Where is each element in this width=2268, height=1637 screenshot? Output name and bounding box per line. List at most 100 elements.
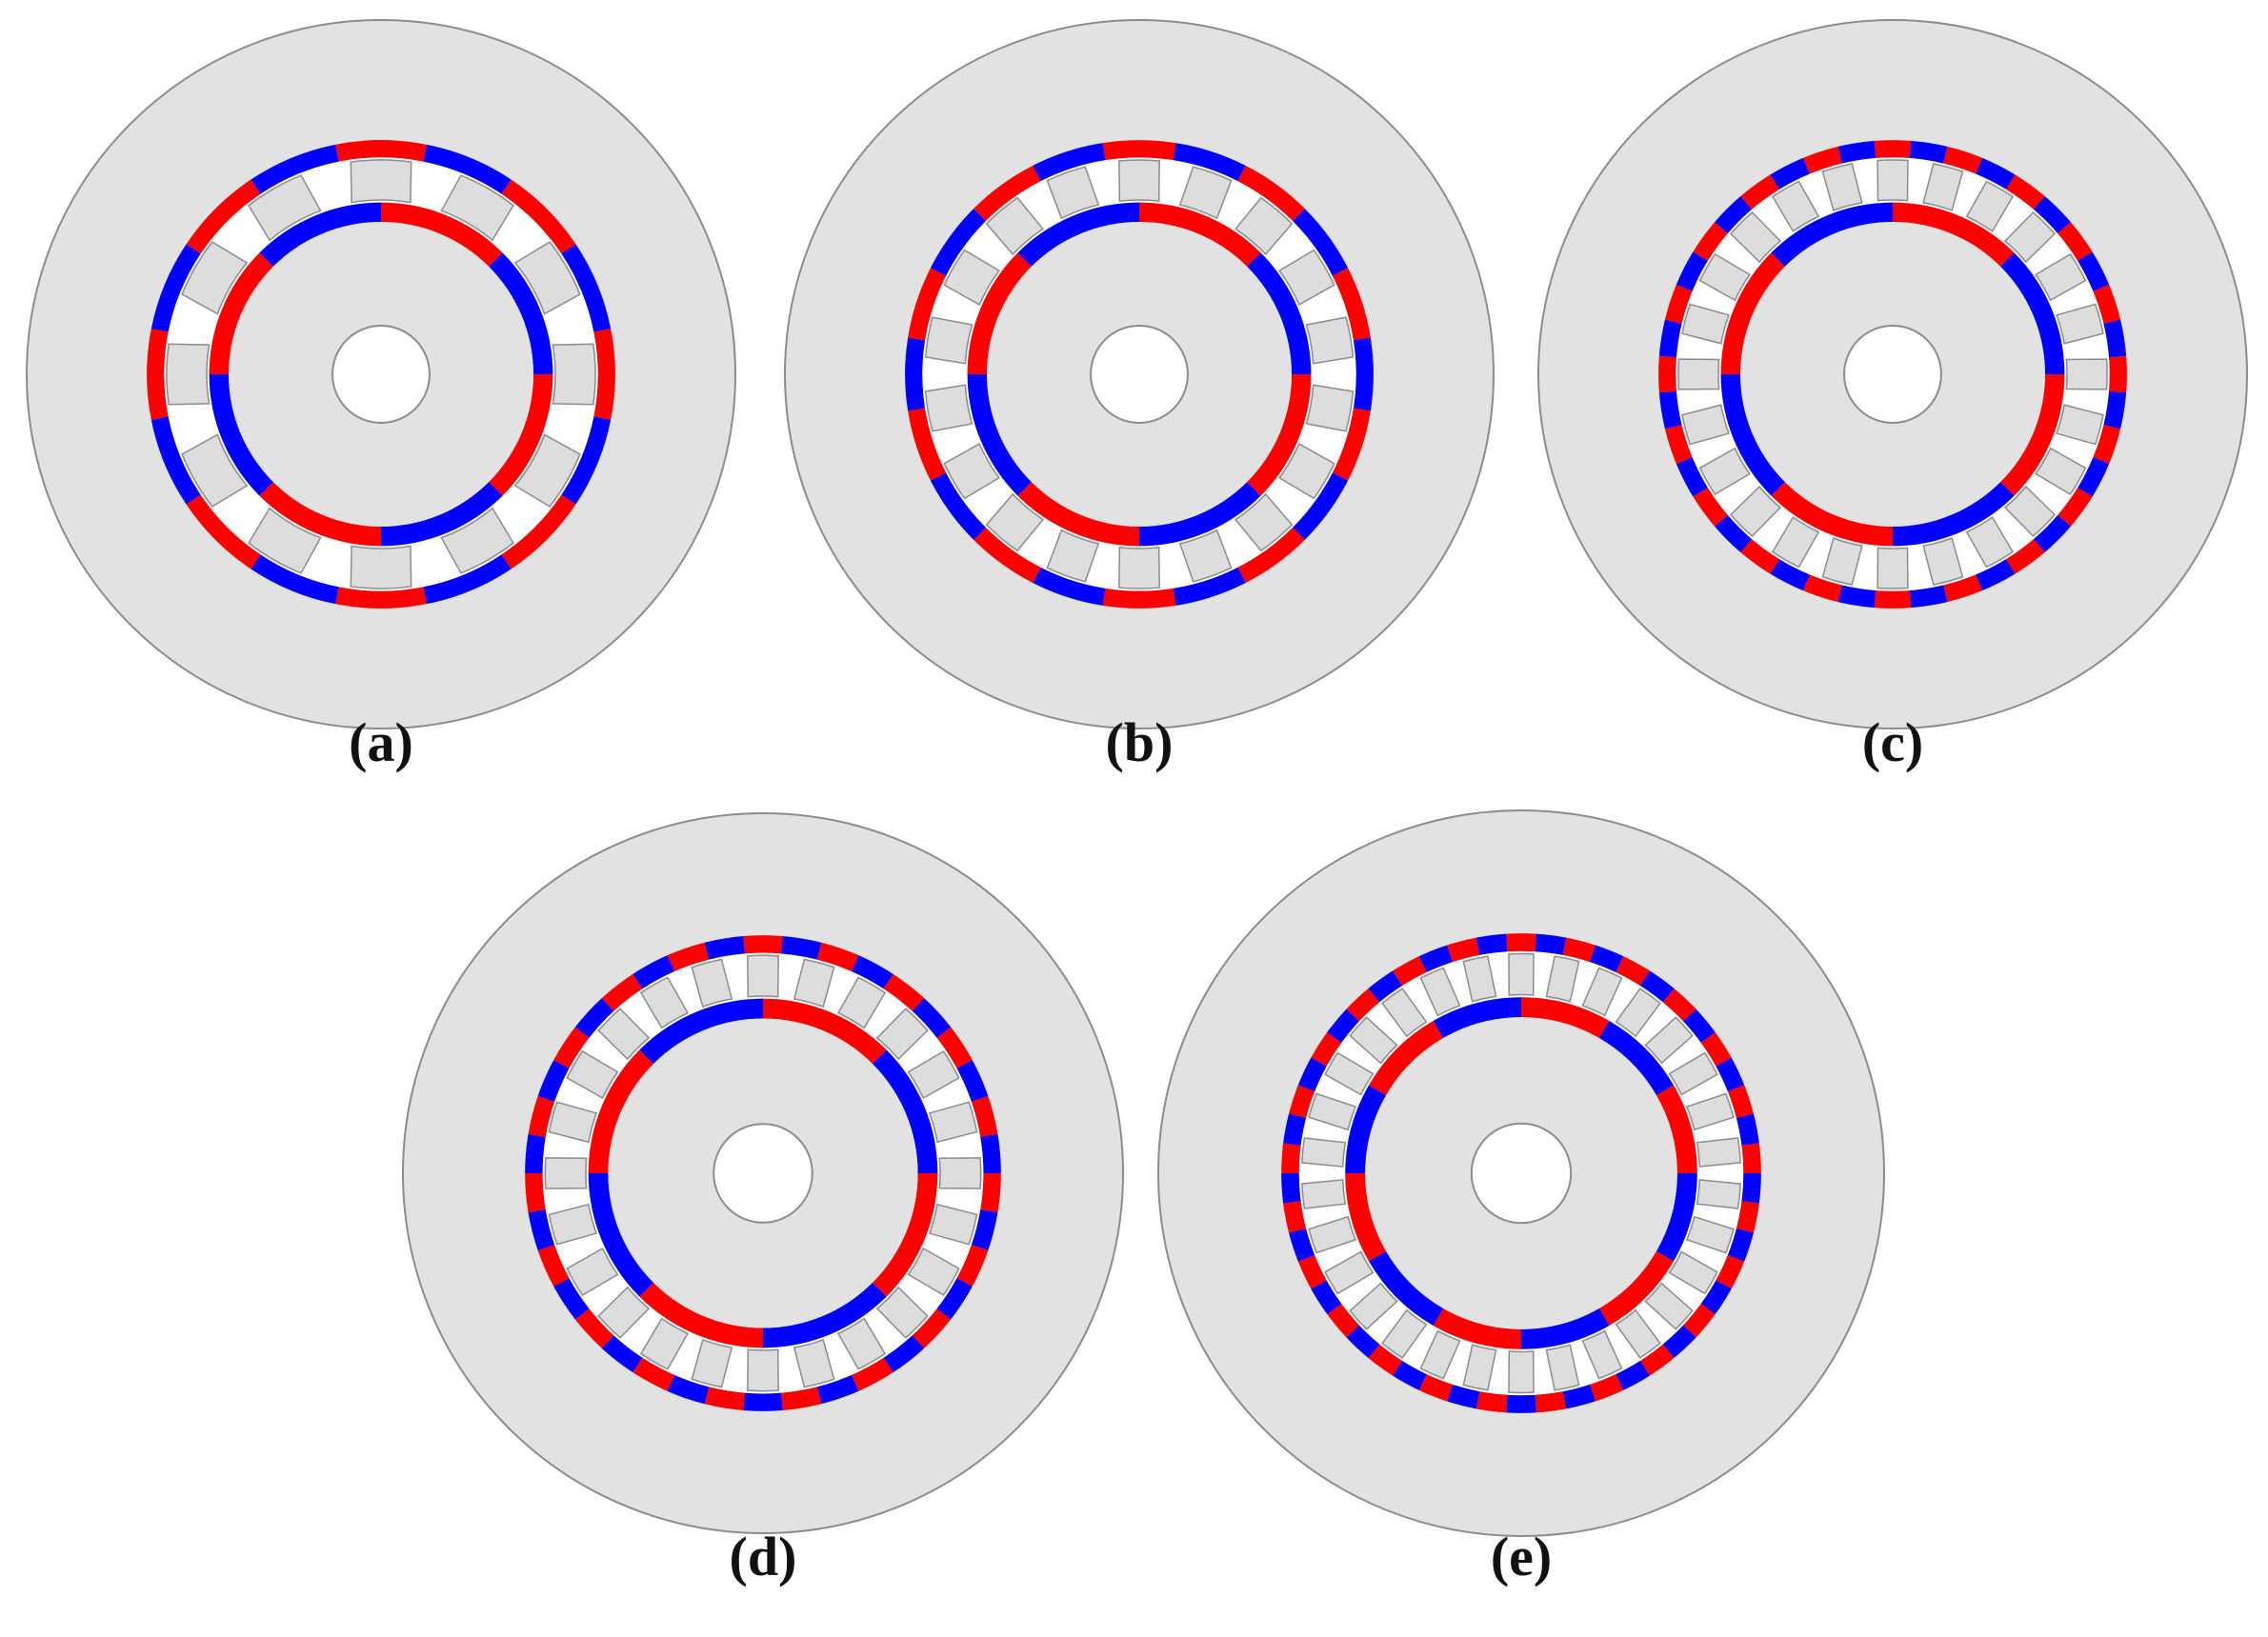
outer-rotor-magnet-segment [1676, 251, 1708, 291]
outer-rotor-magnet-segment [1297, 1254, 1327, 1289]
outer-rotor-magnet-segment [632, 955, 675, 989]
outer-rotor-magnet-segment [2057, 222, 2093, 262]
outer-rotor-magnet-segment [1874, 140, 1912, 159]
pole-piece [1696, 1179, 1742, 1209]
outer-rotor-magnet-segment [423, 144, 512, 194]
outer-rotor-magnet-segment [1616, 956, 1650, 987]
pole-piece [1305, 384, 1355, 432]
outer-rotor-magnet-segment [1033, 143, 1106, 182]
pole-piece [793, 1338, 835, 1388]
pole-piece [1419, 967, 1461, 1017]
pole-piece [1046, 166, 1100, 220]
outer-rotor-magnet-segment [1447, 1384, 1480, 1409]
inner-rotor-magnet-segment [1345, 1173, 1387, 1262]
pole-piece [2065, 358, 2108, 390]
pole-piece [928, 1203, 978, 1246]
pole-piece [1615, 1308, 1661, 1359]
outer-rotor-magnet-segment [601, 973, 643, 1011]
outer-rotor-magnet-segment [1418, 945, 1453, 973]
inner-rotor-magnet-segment [639, 1282, 763, 1348]
inner-rotor-magnet-segment [381, 482, 503, 547]
outer-rotor-magnet-segment [1173, 143, 1246, 182]
panel-label-c: (c) [1861, 711, 1924, 773]
inner-rotor-magnet-segment [259, 482, 381, 547]
outer-rotor-magnet-segment [781, 1387, 822, 1411]
outer-rotor-magnet-segment [1173, 567, 1246, 606]
pole-piece [1324, 1051, 1375, 1096]
outer-rotor-magnet-segment [1590, 1373, 1624, 1402]
outer-rotor-magnet-segment [1332, 408, 1371, 481]
outer-rotor-magnet-segment [1535, 1391, 1567, 1413]
pole-piece [836, 976, 887, 1029]
inner-rotor-magnet-segment [381, 202, 503, 267]
outer-rotor-magnet-segment [1281, 1173, 1301, 1204]
inner-rotor-magnet-segment [1139, 202, 1261, 267]
pole-piece [1508, 952, 1535, 996]
outer-rotor-magnet-segment [1033, 567, 1106, 606]
pole-piece [875, 1008, 929, 1061]
outer-rotor-magnet-segment [2033, 196, 2071, 234]
outer-rotor-magnet-segment [883, 973, 925, 1011]
outer-rotor-magnet-segment [335, 140, 427, 162]
outer-rotor-magnet-segment [2077, 251, 2110, 291]
inner-rotor-magnet-segment [588, 1173, 654, 1297]
shaft-hole [1843, 325, 1942, 424]
pole-piece [1681, 303, 1730, 345]
outer-rotor-magnet-segment [1346, 988, 1380, 1022]
outer-rotor-magnet-segment [2005, 174, 2045, 210]
outer-rotor-magnet-segment [930, 472, 987, 540]
outer-rotor-magnet-segment [335, 587, 427, 609]
outer-rotor-magnet-segment [1909, 585, 1948, 609]
outer-rotor-magnet-segment [1662, 988, 1696, 1022]
pole-piece [639, 976, 690, 1029]
outer-rotor-magnet-segment [2108, 355, 2127, 393]
outer-rotor-magnet-segment [1740, 539, 1780, 574]
inner-rotor-magnet-segment [1433, 1308, 1521, 1349]
pole-piece [747, 954, 779, 998]
pole-piece [1419, 1329, 1461, 1380]
outer-rotor-magnet-segment [1736, 1113, 1759, 1146]
outer-rotor-magnet-segment [1837, 585, 1877, 609]
outer-rotor-magnet-segment [1506, 933, 1536, 952]
gear-panel-a [26, 19, 736, 729]
pole-piece [1545, 955, 1580, 1003]
outer-rotor-magnet-segment [1562, 937, 1596, 963]
outer-rotor-magnet-segment [1700, 1031, 1732, 1067]
outer-rotor-magnet-segment [1332, 268, 1371, 341]
outer-rotor-magnet-segment [1353, 337, 1374, 411]
pole-piece [1698, 252, 1751, 302]
pole-piece [1381, 1308, 1428, 1359]
inner-rotor-magnet-segment [1598, 1020, 1675, 1096]
inner-rotor-magnet-segment [1017, 202, 1139, 267]
outer-rotor-magnet-segment [1943, 146, 1983, 174]
pole-piece [1118, 159, 1160, 202]
outer-rotor-magnet-segment [1327, 1304, 1360, 1338]
outer-rotor-magnet-segment [1311, 1031, 1342, 1067]
gear-panel-b [784, 19, 1495, 729]
outer-rotor-magnet-segment [251, 144, 339, 194]
inner-rotor-magnet-segment [1893, 482, 2015, 547]
inner-rotor-magnet-segment [588, 1049, 654, 1173]
outer-rotor-magnet-segment [2005, 539, 2045, 574]
outer-rotor-magnet-segment [1909, 140, 1948, 164]
outer-rotor-magnet-segment [1943, 574, 1983, 603]
pole-piece [943, 442, 1000, 500]
inner-rotor-magnet-segment [1598, 1250, 1675, 1327]
outer-rotor-magnet-segment [1368, 970, 1403, 1003]
pole-piece [1118, 547, 1160, 589]
pole-piece [1545, 1344, 1580, 1391]
outer-rotor-magnet-segment [1102, 588, 1176, 609]
outer-rotor-magnet-segment [2093, 425, 2121, 465]
inner-rotor-magnet-segment [1433, 997, 1521, 1039]
outer-rotor-magnet-segment [912, 998, 952, 1038]
outer-rotor-magnet-segment [1281, 1143, 1301, 1173]
outer-rotor-magnet-segment [574, 998, 614, 1038]
outer-rotor-magnet-segment [936, 1027, 973, 1068]
pole-piece [1305, 316, 1355, 365]
pole-piece [440, 174, 514, 242]
shaft-hole [331, 325, 431, 424]
outer-rotor-magnet-segment [851, 1357, 893, 1391]
outer-rotor-magnet-segment [525, 1133, 546, 1173]
outer-rotor-magnet-segment [1393, 956, 1427, 987]
panel-label-d: (d) [729, 1526, 797, 1587]
